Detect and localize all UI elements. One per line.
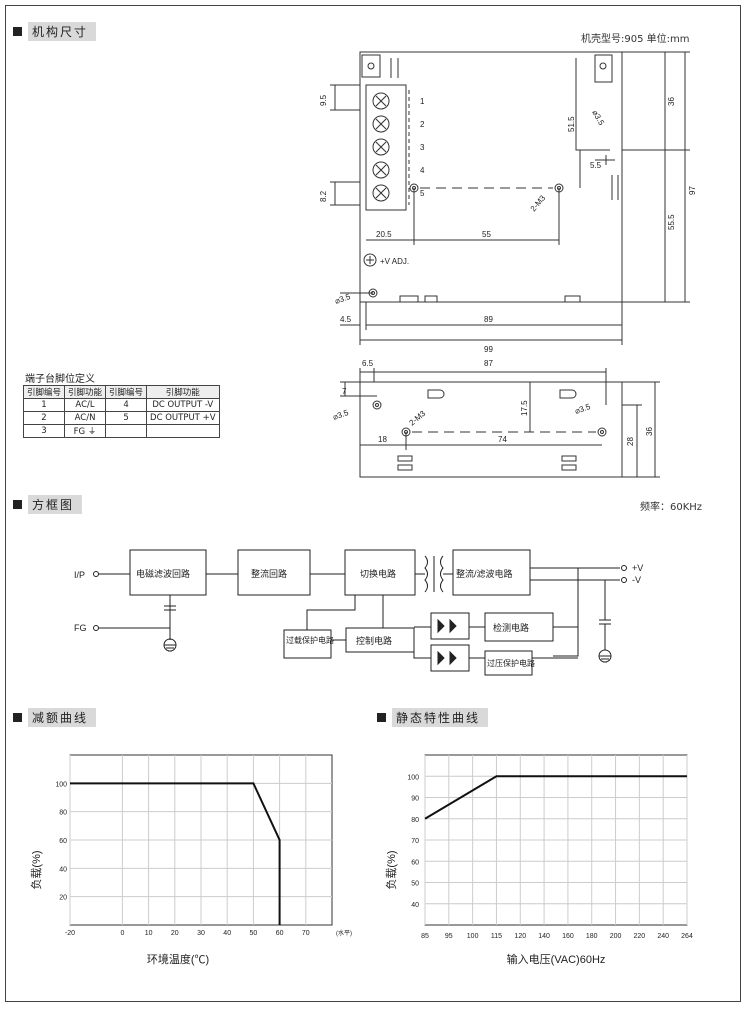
table-cell [146, 424, 220, 438]
section-title: 方框图 [28, 494, 83, 514]
section-title: 减额曲线 [28, 707, 97, 727]
table-cell: 4 [105, 398, 148, 412]
pin-table: 引脚编号 引脚功能 引脚编号 引脚功能 1 AC/L 4 DC OUTPUT -… [22, 385, 220, 438]
table-cell: 2 [22, 411, 66, 425]
header-cell: 引脚编号 [22, 385, 66, 399]
table-row: 1 AC/L 4 DC OUTPUT -V [22, 398, 220, 412]
table-cell: 3 [22, 424, 66, 438]
section-header-dimensions: 机构尺寸 [13, 21, 97, 41]
table-cell: AC/N [64, 411, 107, 425]
section-header-derating: 减额曲线 [13, 707, 97, 727]
table-cell: DC OUTPUT +V [146, 411, 220, 425]
bullet-icon [13, 499, 22, 509]
table-row: 3 FG ⏚ [22, 424, 220, 438]
table-cell: 5 [105, 411, 148, 425]
table-cell: 1 [22, 398, 66, 412]
header-cell: 引脚功能 [64, 385, 107, 399]
pin-table-title: 端子台脚位定义 [25, 374, 95, 385]
bullet-icon [377, 712, 386, 722]
table-cell: AC/L [64, 398, 107, 412]
section-title: 机构尺寸 [28, 21, 97, 41]
page-frame [5, 5, 741, 1002]
header-cell: 引脚功能 [146, 385, 220, 399]
table-cell [105, 424, 148, 438]
frequency-note: 频率：60KHz [640, 502, 703, 513]
table-row: 2 AC/N 5 DC OUTPUT +V [22, 411, 220, 425]
bullet-icon [13, 712, 22, 722]
section-title: 静态特性曲线 [392, 707, 489, 727]
case-info: 机壳型号:905 单位:mm [581, 34, 690, 45]
table-cell: FG ⏚ [64, 424, 107, 438]
table-cell: DC OUTPUT -V [146, 398, 220, 412]
section-header-block-diagram: 方框图 [13, 494, 83, 514]
bullet-icon [13, 26, 22, 36]
section-header-static: 静态特性曲线 [377, 707, 489, 727]
header-cell: 引脚编号 [105, 385, 148, 399]
table-header-row: 引脚编号 引脚功能 引脚编号 引脚功能 [22, 385, 220, 399]
